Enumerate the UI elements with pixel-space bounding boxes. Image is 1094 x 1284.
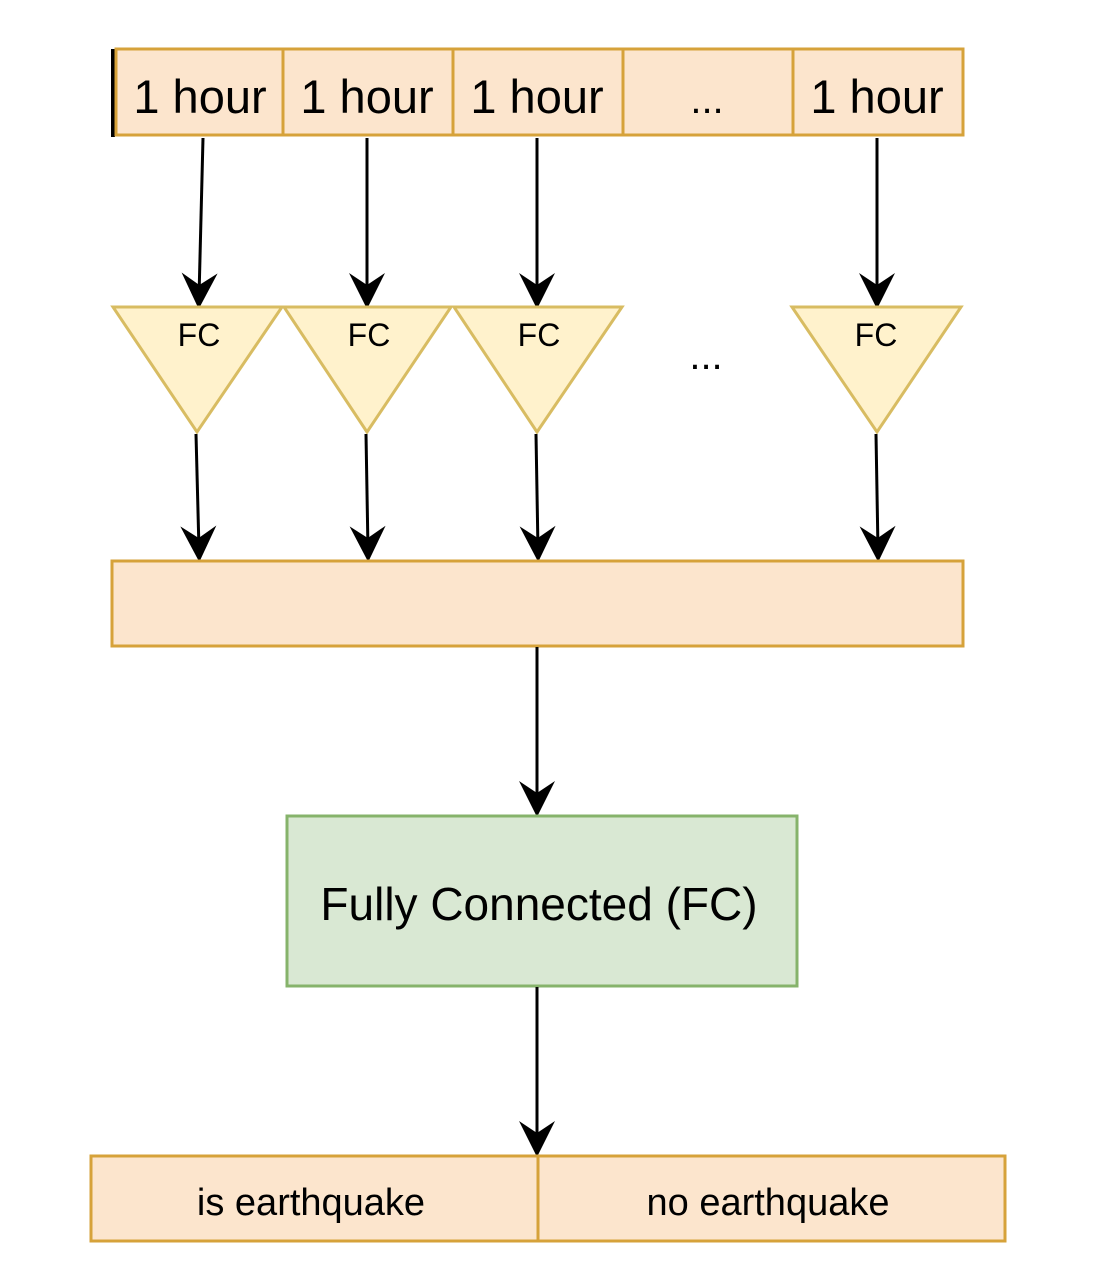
input-segment: ... (621, 47, 795, 137)
input-segment: 1 hour (281, 47, 455, 137)
output-label-is-earthquake: is earthquake (197, 1182, 425, 1224)
arrow (181, 137, 218, 309)
input-segment-label: 1 hour (810, 70, 943, 123)
input-segment-label: 1 hour (133, 70, 266, 123)
arrow (180, 433, 217, 562)
fc-triangle-label: FC (855, 317, 898, 353)
input-segment: 1 hour (451, 47, 625, 137)
input-segment-ellipsis: ... (690, 78, 723, 122)
concatenated-vector (110, 559, 965, 648)
input-segment: 1 hour (791, 47, 965, 137)
fc-triangle: FC (281, 305, 454, 435)
input-segment-label: 1 hour (300, 70, 433, 123)
fc-triangle: FC (789, 305, 964, 435)
output-class: no earthquake (536, 1154, 1007, 1243)
arrow (859, 433, 896, 562)
output-class: is earthquake (89, 1154, 540, 1243)
fully-connected-label: Fully Connected (FC) (320, 878, 757, 930)
fc-triangle-label: FC (348, 317, 391, 353)
fc-triangle-label: FC (178, 317, 221, 353)
arrow (519, 433, 556, 562)
fc-triangle: FC (451, 305, 625, 435)
input-segment: 1 hour (114, 47, 285, 137)
fc-triangle-label: FC (518, 317, 561, 353)
fc-triangle: FC (110, 305, 285, 435)
input-segment-label: 1 hour (470, 70, 603, 123)
triangle-ellipsis: ... (689, 334, 722, 378)
fully-connected-layer: Fully Connected (FC) (285, 814, 799, 988)
output-label-no-earthquake: no earthquake (647, 1182, 890, 1224)
arrow (349, 433, 386, 562)
